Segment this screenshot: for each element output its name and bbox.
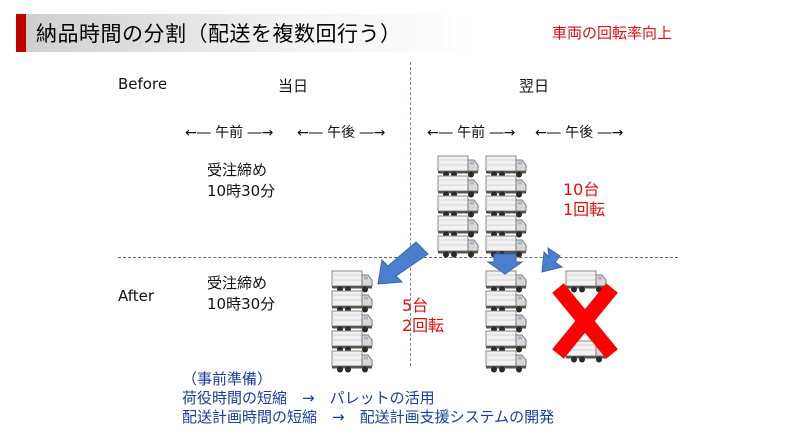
order-cutoff-after-line2: 10時30分: [207, 295, 276, 313]
truck-icon: [485, 215, 527, 238]
truck-icon: [331, 330, 373, 353]
order-cutoff-before: 受注締め 10時30分: [207, 160, 275, 202]
timeline-am-next: ←― 午前 ―→: [427, 125, 516, 141]
truck-icon: [437, 235, 479, 258]
subtitle: 車両の回転率向上: [552, 24, 673, 42]
timeline-pm-next: ←― 午後 ―→: [535, 125, 624, 141]
prep-heading: （事前準備）: [182, 370, 273, 388]
truck-icon: [437, 215, 479, 238]
order-cutoff-after-line1: 受注締め: [207, 274, 268, 292]
column-label-today: 当日: [278, 77, 309, 95]
before-result-turns: 1回転: [563, 200, 606, 219]
title-bar: [16, 14, 478, 52]
truck-icon: [485, 330, 527, 353]
row-label-before: Before: [118, 75, 168, 93]
truck-icon: [485, 195, 527, 218]
after-result-turns: 2回転: [402, 316, 445, 335]
order-cutoff-before-line1: 受注締め: [207, 161, 268, 179]
before-result-vehicles: 10台: [563, 180, 600, 199]
after-result-vehicles: 5台: [402, 296, 429, 315]
truck-icon: [485, 350, 527, 373]
truck-icon: [485, 290, 527, 313]
truck-icon: [565, 270, 607, 293]
truck-icon: [485, 270, 527, 293]
truck-icon: [437, 175, 479, 198]
truck-icon: [331, 290, 373, 313]
prep-section: （事前準備） 荷役時間の短縮 → パレットの活用 配送計画時間の短縮 → 配送計…: [182, 370, 554, 427]
order-cutoff-before-line2: 10時30分: [207, 182, 276, 200]
page-title: 納品時間の分割（配送を複数回行う）: [36, 22, 402, 46]
timeline-pm-today: ←― 午後 ―→: [297, 125, 386, 141]
cross-icon: [552, 283, 618, 359]
after-result: 5台 2回転: [402, 296, 444, 336]
truck-icon: [437, 155, 479, 178]
arrow-icon: [541, 246, 564, 273]
truck-icon: [331, 350, 373, 373]
truck-icon: [485, 155, 527, 178]
truck-icon: [485, 310, 527, 333]
truck-icon: [485, 175, 527, 198]
row-label-after: After: [118, 287, 155, 305]
prep-line-1: 荷役時間の短縮 → パレットの活用: [182, 389, 435, 407]
truck-icon: [437, 195, 479, 218]
before-result: 10台 1回転: [563, 180, 605, 220]
day-divider: [410, 62, 411, 366]
truck-icon: [331, 270, 373, 293]
truck-icon: [331, 310, 373, 333]
column-label-next-day: 翌日: [519, 77, 550, 95]
arrow-icon: [377, 241, 429, 285]
prep-line-2: 配送計画時間の短縮 → 配送計画支援システムの開発: [182, 408, 555, 426]
order-cutoff-after: 受注締め 10時30分: [207, 273, 275, 315]
arrow-icon: [486, 253, 524, 275]
timeline-am-today: ←― 午前 ―→: [185, 125, 274, 141]
